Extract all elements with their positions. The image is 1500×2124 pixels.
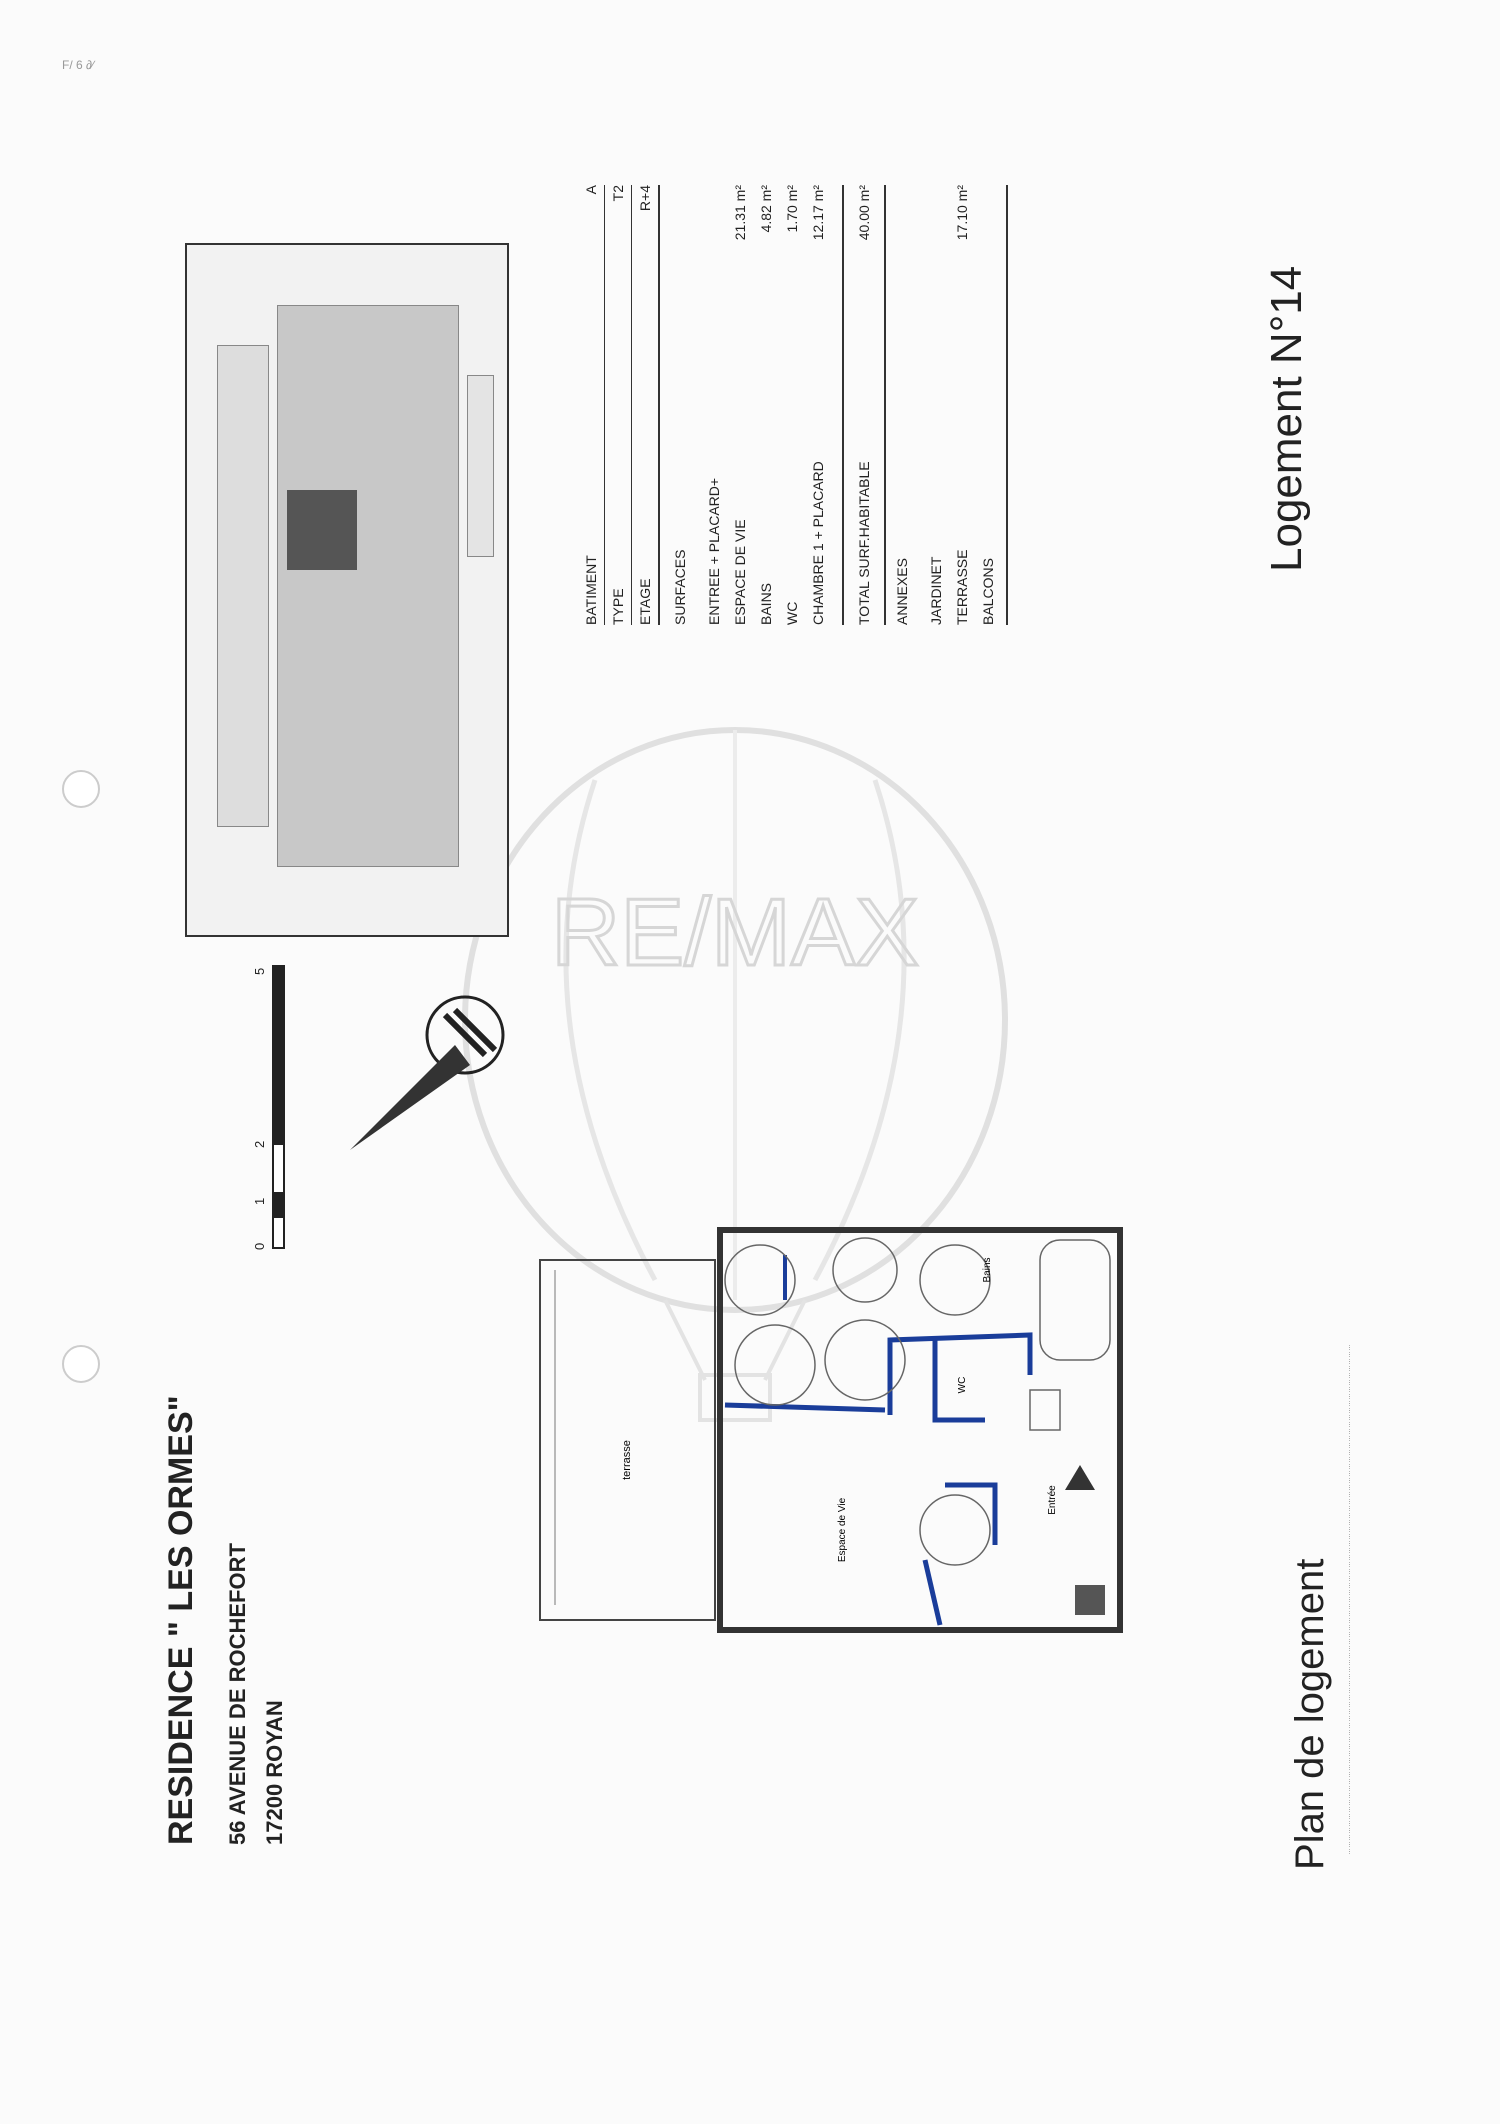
scale-tick-0: 0 bbox=[252, 1242, 267, 1250]
partition-bath bbox=[887, 1332, 1033, 1415]
scale-tick-1: 1 bbox=[252, 1197, 267, 1205]
address-line1: 56 AVENUE DE ROCHEFORT bbox=[225, 1543, 250, 1845]
annex-value: 17.10 m² bbox=[954, 185, 970, 241]
unit-title: Logement N°14 bbox=[1262, 265, 1311, 572]
info-top-rows: BATIMENT A TYPE T2 ETAGE R+4 bbox=[578, 185, 660, 625]
type-value: T2 bbox=[610, 185, 626, 202]
balloon-basket bbox=[698, 1373, 772, 1422]
surface-label: BAINS bbox=[758, 582, 774, 625]
annex-label: TERRASSE bbox=[954, 549, 970, 625]
furniture-circle bbox=[824, 1319, 906, 1401]
furniture-circle bbox=[919, 1244, 991, 1316]
surface-value: 21.31 m² bbox=[732, 185, 748, 241]
surface-row-chambre: CHAMBRE 1 + PLACARD 12.17 m² bbox=[810, 185, 836, 625]
surface-value: 1.70 m² bbox=[784, 185, 800, 233]
north-arrow-n bbox=[442, 1007, 498, 1058]
surface-label: ESPACE DE VIE bbox=[732, 519, 748, 625]
key-plan-building bbox=[277, 305, 459, 867]
watermark-text: RE/MAX bbox=[551, 879, 919, 986]
total-value: 40.00 m² bbox=[856, 185, 872, 241]
site-key-plan bbox=[185, 243, 509, 937]
batiment-label: BATIMENT bbox=[583, 555, 599, 625]
scan-mark: F/ 6 ∂∕ bbox=[62, 58, 94, 72]
info-row-etage: ETAGE R+4 bbox=[632, 185, 658, 625]
surface-row-bains: BAINS 4.82 m² bbox=[758, 185, 784, 625]
balloon-stripe-right bbox=[812, 779, 907, 1282]
remax-watermark: RE/MAX bbox=[462, 727, 1008, 1422]
bathtub bbox=[1039, 1239, 1111, 1361]
terrace-label: terrasse bbox=[621, 1440, 633, 1480]
info-table: BATIMENT A TYPE T2 ETAGE R+4 SURFACES EN… bbox=[578, 185, 1008, 625]
partition-bedroom bbox=[922, 1559, 943, 1626]
surface-value: 12.17 m² bbox=[810, 185, 826, 241]
furniture-circle bbox=[724, 1244, 796, 1316]
annex-row-balcons: BALCONS bbox=[980, 185, 1006, 625]
total-label: TOTAL SURF.HABITABLE bbox=[856, 461, 872, 625]
furniture-circle bbox=[919, 1494, 991, 1566]
scale-tick-2: 2 bbox=[252, 1140, 267, 1148]
north-arrow bbox=[350, 995, 505, 1150]
balloon-basket-lines bbox=[663, 1299, 807, 1381]
surfaces-header: SURFACES bbox=[672, 549, 688, 625]
surface-row-wc: WC 1.70 m² bbox=[784, 185, 810, 625]
annex-row-terrasse: TERRASSE 17.10 m² bbox=[954, 185, 980, 625]
etage-value: R+4 bbox=[637, 185, 653, 212]
surface-label: WC bbox=[784, 601, 800, 625]
furniture-circle bbox=[832, 1237, 898, 1303]
annexes-header: ANNEXES bbox=[894, 558, 910, 625]
key-plan-wing bbox=[217, 345, 269, 827]
surface-row-entree: ENTREE + PLACARD+ bbox=[706, 185, 732, 625]
partition-wc bbox=[932, 1340, 985, 1423]
punch-hole-top bbox=[62, 770, 100, 808]
info-row-type: TYPE T2 bbox=[605, 185, 632, 625]
etage-label: ETAGE bbox=[637, 578, 653, 625]
scale-tick-5: 5 bbox=[252, 967, 267, 975]
balloon-stripe-left bbox=[563, 779, 658, 1282]
partition-entry bbox=[945, 1482, 998, 1545]
scale-bar-segment bbox=[274, 1192, 283, 1218]
address-line2: 17200 ROYAN bbox=[262, 1700, 287, 1845]
shaft-marker bbox=[1075, 1585, 1105, 1615]
annex-row-jardinet: JARDINET bbox=[928, 185, 954, 625]
legal-note: …………………………………………………………………………………………………………… bbox=[1345, 1344, 1352, 1855]
type-label: TYPE bbox=[610, 588, 626, 625]
surface-row-espace: ESPACE DE VIE 21.31 m² bbox=[732, 185, 758, 625]
living-label: Espace de Vie bbox=[837, 1497, 848, 1562]
annex-label: BALCONS bbox=[980, 558, 996, 625]
furniture-circle bbox=[734, 1324, 816, 1406]
scale-bar bbox=[272, 965, 285, 1249]
wc-label: WC bbox=[957, 1377, 968, 1394]
footer-title: Plan de logement bbox=[1288, 1558, 1332, 1870]
wc-fixture bbox=[1029, 1389, 1061, 1431]
terrace-outline bbox=[539, 1259, 716, 1621]
bath-label: Bains bbox=[982, 1257, 993, 1282]
surface-label: ENTREE + PLACARD+ bbox=[706, 477, 722, 625]
total-row: TOTAL SURF.HABITABLE 40.00 m² bbox=[844, 185, 886, 625]
info-row-batiment: BATIMENT A bbox=[578, 185, 605, 625]
entry-door-triangle bbox=[1065, 1465, 1095, 1490]
north-arrow-needle bbox=[350, 1045, 470, 1150]
legal-note-text: …………………………………………………………………………………………………………… bbox=[1345, 1344, 1352, 1855]
batiment-value: A bbox=[583, 185, 599, 195]
surface-value: 4.82 m² bbox=[758, 185, 774, 233]
key-plan-annex bbox=[467, 375, 494, 557]
apartment-outer-wall bbox=[717, 1227, 1123, 1633]
annexes-list: JARDINET TERRASSE 17.10 m² BALCONS bbox=[928, 185, 1008, 625]
partition-living bbox=[724, 1402, 886, 1413]
key-plan-highlight bbox=[287, 490, 357, 570]
residence-title: RESIDENCE " LES ORMES" bbox=[162, 1395, 200, 1845]
annex-label: JARDINET bbox=[928, 556, 944, 625]
punch-hole-bottom bbox=[62, 1345, 100, 1383]
entry-label: Entrée bbox=[1047, 1485, 1058, 1515]
surface-label: CHAMBRE 1 + PLACARD bbox=[810, 461, 826, 625]
surfaces-list: ENTREE + PLACARD+ ESPACE DE VIE 21.31 m²… bbox=[706, 185, 844, 625]
scale-bar-segment bbox=[274, 967, 283, 1145]
north-arrow-circle bbox=[425, 995, 505, 1075]
floor-plan: terrasse Espace de Vie Entrée WC Bains bbox=[539, 1227, 1123, 1633]
